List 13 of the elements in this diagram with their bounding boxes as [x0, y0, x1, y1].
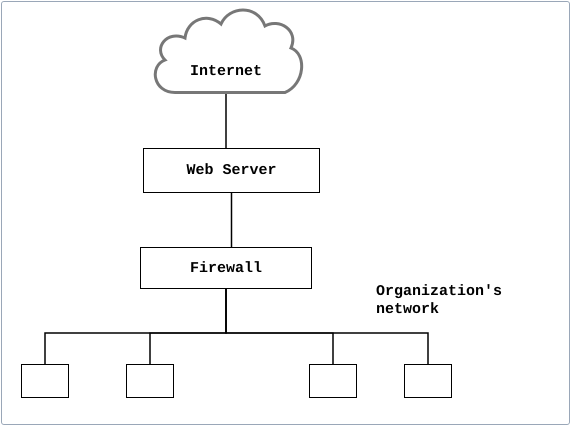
connector-line [225, 289, 429, 364]
host-box [126, 364, 174, 398]
connector-line [230, 193, 232, 247]
connector-line [225, 94, 227, 148]
node-label: Firewall [190, 260, 262, 276]
node-label: Web Server [186, 162, 276, 179]
device-box [143, 148, 320, 193]
host-box [21, 364, 69, 398]
network-label: Organization's network [376, 283, 504, 319]
device-box [140, 247, 312, 289]
node-label: Internet [190, 63, 262, 80]
host-box [309, 364, 357, 398]
host-box [404, 364, 452, 398]
